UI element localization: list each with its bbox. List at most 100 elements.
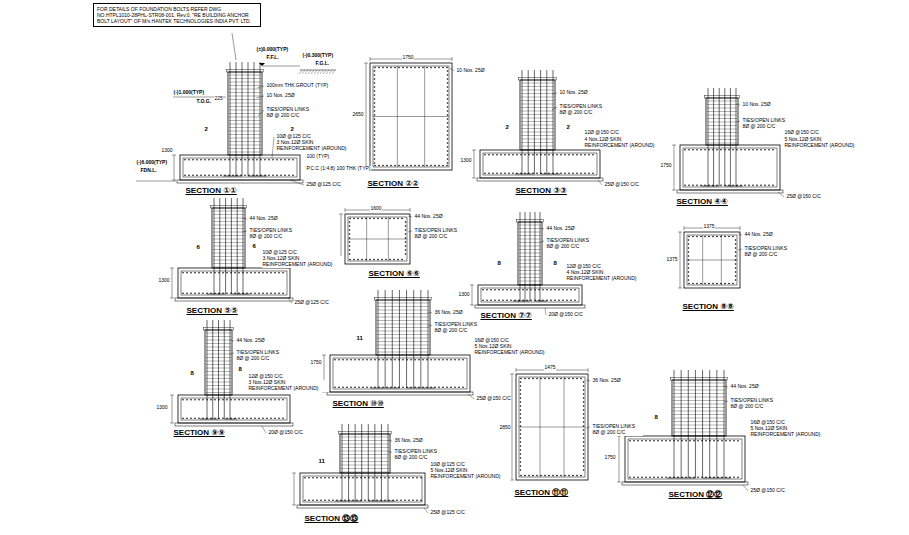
drawing-line <box>322 392 326 393</box>
rebar-dot <box>434 165 436 167</box>
rebar-dot <box>583 381 585 383</box>
rebar-dot <box>212 174 214 176</box>
rebar-dot <box>374 162 376 164</box>
rebar-dot <box>490 289 492 291</box>
rebar-dot <box>566 289 568 291</box>
rebar-dot <box>735 239 737 241</box>
rebar-dot <box>583 421 585 423</box>
rebar-dot <box>560 172 562 174</box>
rebar-dot <box>414 165 416 167</box>
drawing-line <box>172 155 176 156</box>
rebar-dot <box>402 386 404 388</box>
rebar-dot <box>580 172 582 174</box>
rebar-dot <box>226 417 228 419</box>
rebar-dot <box>584 172 586 174</box>
outline <box>706 98 738 145</box>
section-title: SECTION ②② <box>367 179 419 188</box>
rebar-dot <box>190 417 192 419</box>
rebar-dot <box>538 299 540 301</box>
drawing-line <box>377 327 429 328</box>
cut-marker: 6 <box>196 244 200 251</box>
rebar-dot <box>524 154 526 156</box>
rebar-dot <box>366 386 368 388</box>
rebar-dot <box>389 218 391 220</box>
rebar-dot <box>390 67 392 69</box>
drawing-line <box>314 70 317 74</box>
rebar-dot <box>689 476 691 478</box>
rebar-dot <box>412 499 414 501</box>
rebar-dot <box>280 159 282 161</box>
outline <box>475 305 585 308</box>
rebar-dot <box>182 417 184 419</box>
rebar-note: 25Ø @150 C/C <box>750 488 785 494</box>
drawing-line <box>174 155 175 180</box>
drawing-line <box>428 325 432 326</box>
rebar-dot <box>520 437 522 439</box>
drawing-line <box>673 400 725 401</box>
rebar-dot <box>410 359 412 361</box>
drawing-line <box>377 334 429 335</box>
rebar-dot <box>735 243 737 245</box>
rebar-dot <box>292 174 294 176</box>
rebar-note: 16Ø @150 C/C <box>750 420 785 426</box>
rebar-dot <box>641 476 643 478</box>
rebar-dot <box>717 476 719 478</box>
rebar-dot <box>236 174 238 176</box>
rebar-note: 36 Nos. 25Ø <box>394 438 423 444</box>
section-title: SECTION ①① <box>185 186 237 195</box>
rebar-dot <box>649 476 651 478</box>
rebar-dot <box>186 417 188 419</box>
dimension: 1750 <box>402 55 414 61</box>
rebar-dot <box>588 154 590 156</box>
rebar-dot <box>398 386 400 388</box>
rebar-dot <box>568 172 570 174</box>
rebar-dot <box>570 299 572 301</box>
rebar-dot <box>736 149 738 151</box>
rebar-dot <box>410 386 412 388</box>
rebar-dot <box>540 172 542 174</box>
rebar-dot <box>447 134 449 136</box>
drawing-line <box>377 303 429 304</box>
rebar-dot <box>528 475 530 477</box>
rebar-dot <box>348 499 350 501</box>
drawing-line <box>420 290 421 388</box>
rebar-dot <box>458 386 460 388</box>
drawing-line <box>213 218 244 219</box>
rebar-dot <box>688 184 690 186</box>
drawing-line <box>530 212 531 301</box>
drawing-line <box>707 129 737 130</box>
drawing-line <box>707 136 737 137</box>
rebar-dot <box>378 386 380 388</box>
rebar-dot <box>701 476 703 478</box>
drawing-line <box>236 62 237 176</box>
rebar-dot <box>520 413 522 415</box>
drawing-line <box>510 480 514 481</box>
rebar-dot <box>248 174 250 176</box>
drawing-line <box>519 427 585 428</box>
rebar-dot <box>733 476 735 478</box>
rebar-dot <box>256 174 258 176</box>
drawing-line <box>292 505 296 506</box>
rebar-dot <box>426 165 428 167</box>
rebar-dot <box>278 292 280 294</box>
rebar-dot <box>270 272 272 274</box>
rebar-dot <box>442 359 444 361</box>
drawing-line <box>231 198 232 294</box>
drawing-line <box>348 424 349 501</box>
rebar-dot <box>446 67 448 69</box>
rebar-dot <box>520 154 522 156</box>
rebar-dot <box>404 477 406 479</box>
drawing-line <box>311 70 314 74</box>
rebar-dot <box>641 440 643 442</box>
drawing-line <box>553 70 554 174</box>
drawing-line <box>678 288 682 289</box>
rebar-dot <box>446 386 448 388</box>
rebar-dot <box>542 299 544 301</box>
pedestal-plan <box>678 226 740 288</box>
rebar-dot <box>184 174 186 176</box>
rebar-dot <box>396 499 398 501</box>
rebar-dot <box>378 359 380 361</box>
rebar-dot <box>360 477 362 479</box>
rebar-dot <box>576 172 578 174</box>
rebar-dot <box>380 477 382 479</box>
